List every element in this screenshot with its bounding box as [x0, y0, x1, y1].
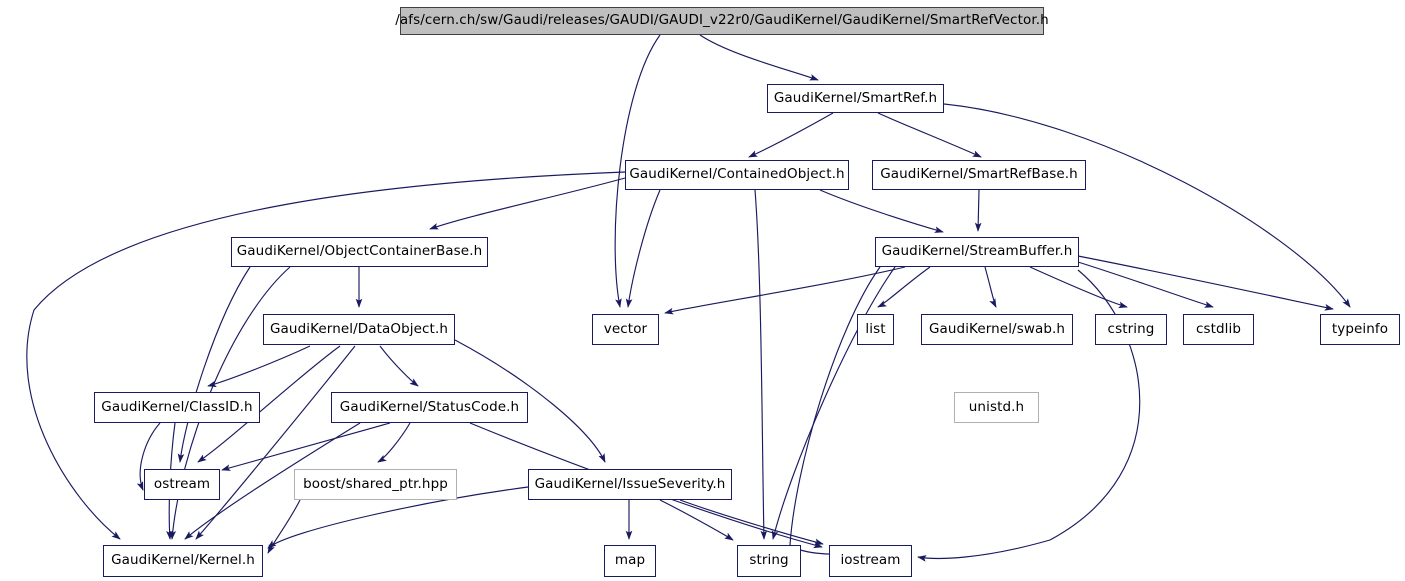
graph-edge-streambuf-to-string — [771, 266, 896, 540]
graph-edge-dataobject-to-classid — [207, 345, 311, 388]
graph-node-statuscode[interactable]: GaudiKernel/StatusCode.h — [331, 392, 528, 423]
graph-node-label: cstdlib — [1195, 320, 1242, 337]
graph-edge-streambuf-to-cstring — [1029, 266, 1128, 309]
graph-node-label: GaudiKernel/swab.h — [928, 320, 1066, 337]
graph-edge-statuscode-to-ostream — [221, 422, 391, 471]
graph-node-label: GaudiKernel/StreamBuffer.h — [881, 243, 1073, 260]
graph-edge-contained-to-string — [754, 189, 768, 540]
graph-edge-issuesev-to-iostream — [679, 499, 824, 546]
graph-edge-streambuf-to-vector — [664, 266, 906, 315]
graph-node-boostsp[interactable]: boost/shared_ptr.hpp — [294, 469, 457, 500]
graph-edge-dataobject-to-kernel — [195, 345, 356, 540]
graph-node-label: ostream — [153, 475, 211, 492]
graph-node-unistd[interactable]: unistd.h — [954, 392, 1039, 423]
graph-node-cstdlib[interactable]: cstdlib — [1183, 314, 1254, 345]
graph-edge-smartref-to-typeinfo — [943, 103, 1351, 308]
graph-node-classid[interactable]: GaudiKernel/ClassID.h — [94, 392, 260, 423]
graph-node-label: GaudiKernel/ClassID.h — [101, 398, 253, 415]
graph-node-label: GaudiKernel/StatusCode.h — [339, 398, 520, 415]
graph-node-label: unistd.h — [968, 398, 1025, 415]
graph-node-label: vector — [603, 320, 648, 337]
graph-edge-smartref-to-smartrefbase — [877, 112, 982, 158]
graph-node-label: GaudiKernel/ContainedObject.h — [629, 166, 845, 183]
graph-edge-objcont-to-ostream — [177, 266, 251, 463]
graph-node-label: GaudiKernel/SmartRefBase.h — [880, 166, 1078, 183]
graph-node-kernel[interactable]: GaudiKernel/Kernel.h — [103, 545, 263, 577]
graph-node-label: GaudiKernel/SmartRef.h — [773, 89, 938, 106]
graph-node-map[interactable]: map — [604, 545, 656, 577]
graph-node-swab[interactable]: GaudiKernel/swab.h — [921, 314, 1073, 345]
graph-node-label: iostream — [840, 552, 901, 569]
graph-node-label: map — [614, 552, 646, 569]
graph-node-label: GaudiKernel/Kernel.h — [111, 552, 255, 569]
graph-node-ostream[interactable]: ostream — [144, 469, 220, 500]
graph-edge-contained-to-streambuf — [819, 189, 944, 233]
graph-edge-streambuf-to-cstdlib — [1077, 261, 1214, 308]
graph-edge-dataobject-to-statuscode — [379, 345, 419, 387]
graph-edge-smartref-to-contained — [748, 112, 834, 158]
graph-edge-root-to-smartref — [699, 34, 819, 81]
graph-node-label: GaudiKernel/ObjectContainerBase.h — [236, 243, 483, 260]
graph-edge-streambuf-to-iostream — [789, 266, 881, 558]
graph-edge-streambuf-to-swab — [984, 266, 997, 308]
graph-node-contained[interactable]: GaudiKernel/ContainedObject.h — [625, 160, 849, 190]
graph-node-smartref[interactable]: GaudiKernel/SmartRef.h — [767, 84, 944, 113]
graph-edge-smartrefbase-to-streambuf — [974, 189, 982, 232]
graph-node-label: string — [749, 552, 789, 569]
graph-node-string[interactable]: string — [737, 545, 801, 577]
graph-node-label: GaudiKernel/IssueSeverity.h — [534, 475, 726, 492]
graph-edge-contained-to-vector — [625, 189, 661, 308]
graph-edge-statuscode-to-boostsp — [377, 422, 411, 463]
graph-node-dataobject[interactable]: GaudiKernel/DataObject.h — [263, 314, 455, 345]
graph-node-typeinfo[interactable]: typeinfo — [1320, 314, 1400, 345]
graph-node-smartrefbase[interactable]: GaudiKernel/SmartRefBase.h — [872, 160, 1086, 190]
graph-node-label: boost/shared_ptr.hpp — [303, 475, 448, 492]
graph-node-cstring[interactable]: cstring — [1095, 314, 1167, 345]
graph-node-iostream[interactable]: iostream — [829, 545, 912, 577]
graph-node-label: list — [865, 320, 886, 337]
graph-node-label: typeinfo — [1331, 320, 1389, 337]
graph-node-root[interactable]: /afs/cern.ch/sw/Gaudi/releases/GAUDI/GAU… — [395, 7, 1049, 35]
graph-node-objcont[interactable]: GaudiKernel/ObjectContainerBase.h — [231, 237, 488, 267]
graph-node-streambuf[interactable]: GaudiKernel/StreamBuffer.h — [875, 237, 1079, 267]
graph-node-vector[interactable]: vector — [592, 314, 659, 345]
graph-node-issuesev[interactable]: GaudiKernel/IssueSeverity.h — [528, 469, 732, 500]
graph-edge-streambuf-to-typeinfo — [1077, 255, 1334, 311]
graph-node-label: cstring — [1107, 320, 1155, 337]
graph-edge-boostsp_fake-to-kernel — [267, 499, 301, 554]
graph-edge-issuesev-to-string — [659, 499, 734, 541]
graph-node-label: /afs/cern.ch/sw/Gaudi/releases/GAUDI/GAU… — [395, 12, 1049, 29]
graph-edge-streambuf-to-list — [877, 266, 931, 308]
graph-node-list[interactable]: list — [857, 314, 894, 345]
graph-node-label: GaudiKernel/DataObject.h — [269, 320, 449, 337]
graph-edge-contained-to-objcont — [429, 177, 626, 230]
